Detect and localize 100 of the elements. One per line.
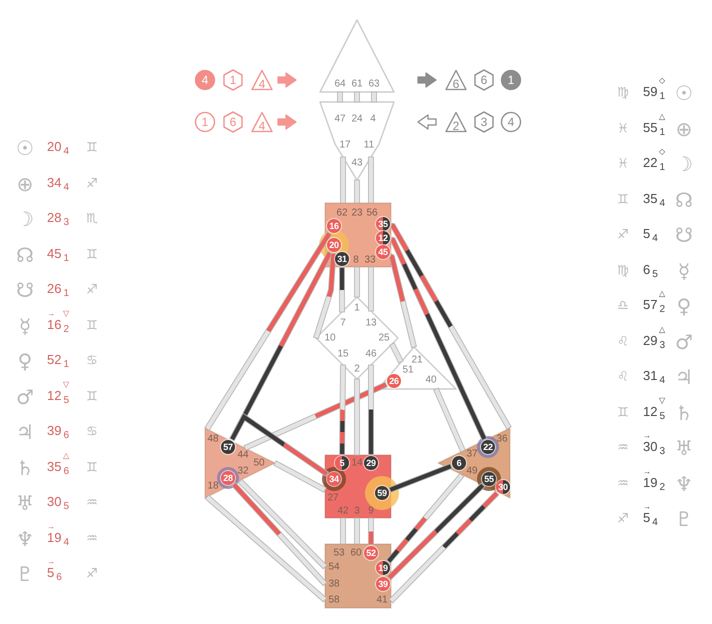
planet-symbol: ♄	[16, 458, 34, 478]
planet-symbol: ♆	[16, 528, 34, 548]
channel-line	[204, 231, 332, 431]
center-diamond	[316, 297, 398, 379]
gate-line-number: 34$_{4}$	[47, 174, 70, 192]
gate-number: 50	[253, 458, 265, 468]
gate-number: 24	[351, 114, 363, 124]
gate-number: 49	[466, 466, 478, 476]
gate-number: 33	[364, 254, 376, 266]
gate-number: 53	[333, 548, 345, 558]
planet-symbol: ♃	[16, 422, 34, 442]
planet-symbol: ☿	[678, 260, 690, 280]
gate-number: 42	[337, 506, 349, 516]
planet-symbol: ♇	[675, 509, 693, 529]
numbered-triangle: 2	[445, 111, 467, 133]
gate-number: 63	[368, 78, 380, 90]
gate-line-number: 52$_{1}$	[47, 352, 70, 370]
gate-number: 18	[207, 480, 219, 492]
gate-number: 38	[328, 578, 340, 590]
planet-symbol: ☽	[675, 154, 693, 174]
numbered-hexagon: 6	[222, 111, 244, 133]
gate-number: 54	[328, 562, 340, 572]
gate-line-number: 26$_{1}$	[47, 281, 70, 299]
numbered-circle: 1	[194, 111, 216, 133]
planet-symbol: ⊕	[16, 174, 34, 194]
gate-number: 14	[351, 458, 363, 468]
center-square	[325, 203, 391, 267]
planet-symbol: ♂	[675, 332, 693, 352]
planet-symbol: ☿	[18, 316, 32, 336]
gate-number: 2	[354, 364, 360, 374]
gate-line-number: 45$_{1}$	[47, 246, 70, 264]
channel-line	[229, 412, 329, 477]
channel-line	[389, 342, 404, 364]
gate-line-number: 39$_{6}$	[47, 423, 70, 441]
planet-symbol: ♀	[18, 351, 32, 371]
zodiac-symbol: ♓	[617, 158, 629, 170]
zodiac-symbol: ♋	[86, 354, 98, 368]
planet-symbol: ☉	[16, 138, 34, 158]
gate-number: 62	[336, 208, 348, 218]
zodiac-symbol: ♊	[86, 319, 98, 332]
gate-number: 27	[327, 492, 339, 504]
numbered-circle: 1	[500, 69, 522, 91]
center-triangle	[320, 102, 394, 180]
gate-number: 13	[365, 318, 377, 328]
channel-line	[339, 267, 345, 312]
zodiac-symbol: ♊	[86, 142, 98, 154]
channel-line	[238, 478, 328, 570]
zodiac-symbol: ♒	[617, 442, 629, 454]
channel-line	[231, 482, 328, 586]
planet-symbol: ♇	[16, 564, 34, 584]
zodiac-symbol: ♐	[86, 568, 98, 580]
planet-symbol: ☋	[16, 280, 34, 300]
planet-symbol: ♀	[676, 296, 692, 316]
channel-line	[354, 180, 360, 204]
numbered-triangle: 4	[251, 111, 273, 133]
zodiac-symbol: ♍	[617, 264, 629, 277]
zodiac-symbol: ♏	[86, 212, 98, 226]
gate-number: 17	[339, 140, 351, 150]
gate-line-number: 6$_{5}$	[643, 262, 658, 280]
zodiac-symbol: ♊	[617, 406, 629, 419]
zodiac-symbol: ♒	[86, 532, 98, 545]
gate-number: 43	[351, 158, 363, 168]
center-triangle	[438, 428, 510, 498]
planet-symbol: ♃	[675, 367, 693, 387]
channel-line	[388, 490, 500, 604]
zodiac-symbol: ♒	[86, 496, 98, 510]
planet-symbol: ☋	[675, 225, 693, 245]
zodiac-symbol: ♐	[617, 228, 629, 242]
planet-symbol: ♄	[675, 402, 693, 422]
numbered-hexagon: 1	[222, 69, 244, 91]
gate-line-number: 30$_{5}$	[47, 494, 70, 512]
planet-symbol: ☉	[675, 83, 693, 103]
gate-line-number: 31$_{4}$	[643, 368, 666, 386]
channel-line	[354, 266, 360, 298]
channel-line	[388, 253, 417, 348]
channel-line	[354, 518, 360, 544]
channel-line	[273, 460, 327, 493]
planet-symbol: ♅	[675, 438, 693, 458]
planet-symbol: ☊	[16, 244, 34, 264]
gate-number: 32	[237, 466, 249, 476]
center-triangle	[205, 428, 275, 498]
gate-number: 58	[328, 594, 340, 606]
zodiac-symbol: ♊	[617, 193, 629, 206]
gate-number: 11	[364, 140, 374, 150]
gate-number: 4	[370, 114, 376, 124]
gate-number: 61	[351, 78, 363, 90]
zodiac-symbol: ♐	[86, 284, 98, 296]
gate-number: 21	[411, 354, 423, 366]
gate-line-number: 35$_{4}$	[643, 190, 666, 208]
channel-line	[368, 266, 374, 312]
zodiac-symbol: ♊	[86, 461, 98, 474]
gate-number: 40	[425, 374, 437, 386]
zodiac-symbol: ♓	[617, 122, 629, 135]
gate-number: 47	[334, 114, 346, 124]
zodiac-symbol: ♋	[86, 426, 98, 438]
planet-symbol: ♂	[16, 386, 34, 406]
gate-number: 25	[378, 332, 390, 344]
channel-line	[386, 482, 486, 580]
gate-number: 10	[324, 332, 336, 344]
planet-symbol: ♅	[16, 493, 34, 513]
